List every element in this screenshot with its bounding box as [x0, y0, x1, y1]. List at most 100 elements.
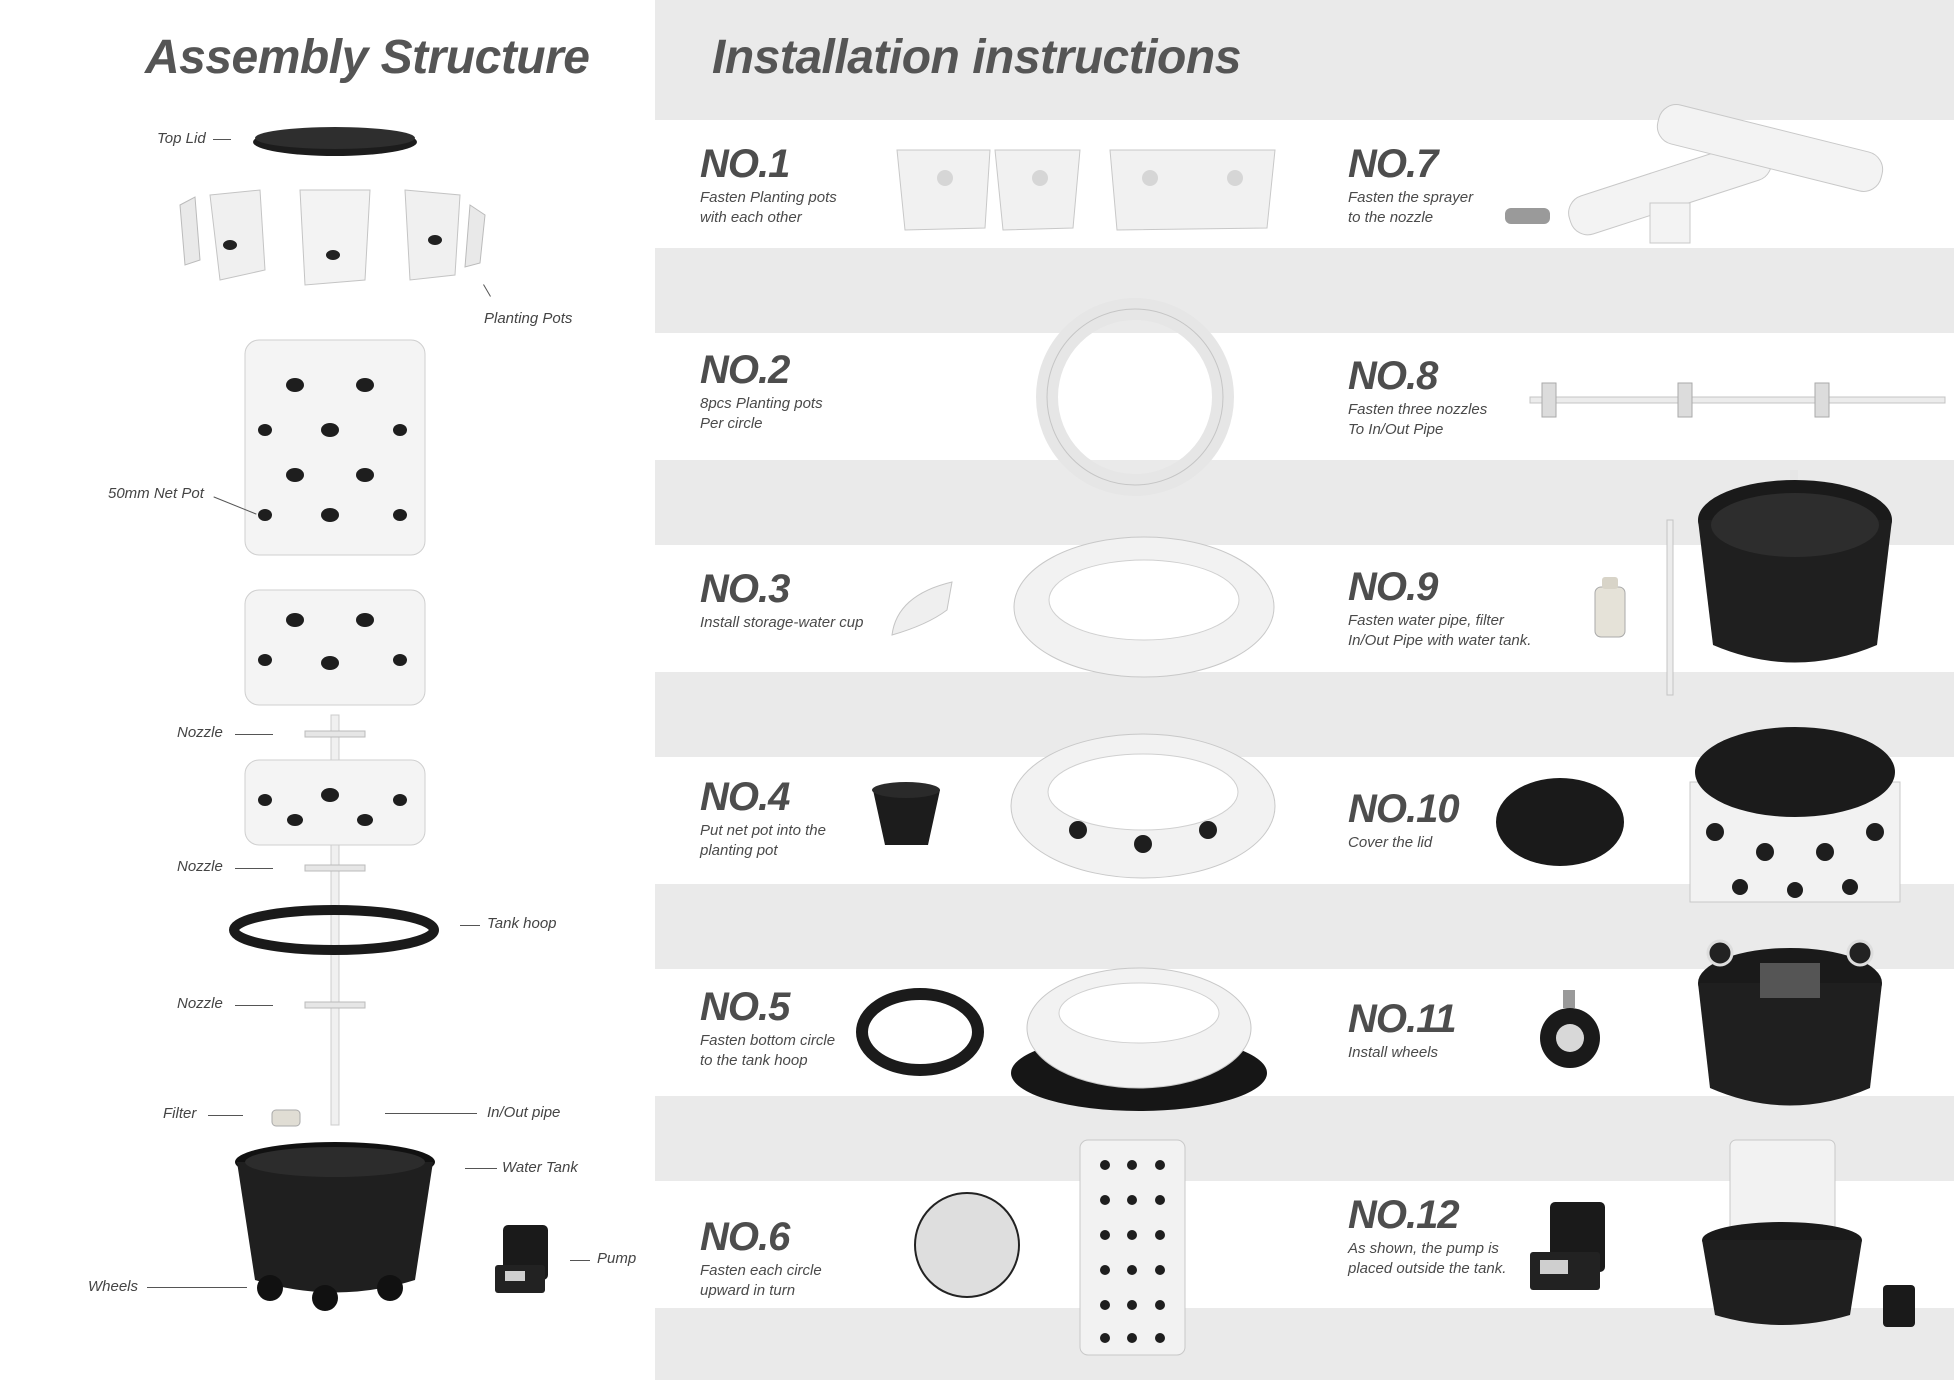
- step-desc-line: Fasten each circle: [700, 1262, 822, 1279]
- label-nozzle: Nozzle: [177, 724, 223, 741]
- planting-pots-image: [179, 189, 486, 286]
- label-nozzle: Nozzle: [177, 995, 223, 1012]
- top-lid-image: [1496, 778, 1624, 866]
- pot-ring-image: [1010, 733, 1276, 879]
- installation-title: Installation instructions: [712, 31, 1241, 84]
- nozzle-icon: [304, 730, 366, 738]
- step-desc-line: Fasten three nozzles: [1348, 401, 1488, 418]
- leader-line: [208, 1115, 243, 1116]
- step-number: NO.9: [1348, 565, 1438, 609]
- label-inout-pipe: In/Out pipe: [487, 1104, 561, 1121]
- step-desc-line: As shown, the pump is: [1348, 1240, 1499, 1257]
- leader-line: [570, 1260, 590, 1261]
- separator-band: [655, 248, 1954, 333]
- wheel-image: [1540, 990, 1600, 1068]
- leader-line: [213, 139, 231, 140]
- step-no12: NO.12 As shown, the pump is placed outsi…: [1348, 1193, 1506, 1279]
- step-number: NO.7: [1348, 142, 1438, 186]
- step-desc-line: 8pcs Planting pots: [700, 395, 823, 412]
- tower-tier-image: [244, 589, 426, 706]
- full-tower-image: [1079, 1139, 1186, 1356]
- tank-with-wheels-image: [1698, 939, 1882, 1106]
- step-desc-line: To In/Out Pipe: [1348, 421, 1444, 438]
- leader-line: [235, 1005, 273, 1006]
- tower-tier-image: [244, 759, 426, 846]
- tower-with-lid-image: [1689, 727, 1901, 903]
- step-no9: NO.9 Fasten water pipe, filter In/Out Pi…: [1348, 565, 1531, 651]
- tank-hoop-image: [856, 988, 984, 1076]
- step-desc-line: placed outside the tank.: [1348, 1260, 1507, 1277]
- step-no2: NO.2 8pcs Planting pots Per circle: [700, 348, 823, 434]
- filter-image: [271, 1109, 301, 1127]
- step-desc-line: Per circle: [700, 415, 763, 432]
- step-desc-line: upward in turn: [700, 1282, 796, 1299]
- leader-line: [385, 1113, 477, 1114]
- pipe-with-nozzles-image: [1529, 382, 1946, 418]
- inout-pipe-image: [330, 714, 340, 1126]
- step-no5: NO.5 Fasten bottom circle to the tank ho…: [700, 985, 835, 1071]
- detail-zoom-image: [914, 1192, 1020, 1298]
- storage-water-cup-image: [891, 581, 953, 636]
- step-no11: NO.11 Install wheels: [1348, 997, 1457, 1063]
- net-pot-image: [872, 782, 940, 845]
- step-desc-line: Fasten water pipe, filter: [1348, 612, 1504, 629]
- step-no1: NO.1 Fasten Planting pots with each othe…: [700, 142, 837, 228]
- leader-line: [235, 734, 273, 735]
- planting-ring-image: [1036, 298, 1234, 496]
- step-desc-line: Cover the lid: [1348, 834, 1433, 851]
- step-number: NO.1: [700, 142, 790, 186]
- step-desc-line: to the nozzle: [1348, 209, 1434, 226]
- step-no8: NO.8 Fasten three nozzles To In/Out Pipe: [1348, 354, 1487, 440]
- step-desc-line: Fasten Planting pots: [700, 189, 837, 206]
- full-setup-image: [1702, 1139, 1915, 1327]
- pot-ring-on-hoop-image: [1011, 967, 1267, 1111]
- label-filter: Filter: [163, 1105, 197, 1122]
- pump-image: [1530, 1202, 1605, 1290]
- step-no7: NO.7 Fasten the sprayer to the nozzle: [1348, 142, 1473, 228]
- nozzle-icon: [304, 864, 366, 872]
- step-desc-line: with each other: [700, 209, 802, 226]
- label-top-lid: Top Lid: [157, 130, 206, 147]
- step-number: NO.10: [1348, 787, 1460, 831]
- label-tank-hoop: Tank hoop: [487, 915, 557, 932]
- step-no3: NO.3 Install storage-water cup: [700, 567, 863, 633]
- tower-tier-image: [244, 339, 426, 556]
- step-number: NO.5: [700, 985, 790, 1029]
- planting-pots-image: [896, 149, 1276, 231]
- step-no4: NO.4 Put net pot into the planting pot: [700, 775, 826, 861]
- title-band: [655, 0, 1954, 120]
- nozzle-icon: [304, 1001, 366, 1009]
- installation-panel: Installation instructions NO.1 Fasten Pl…: [655, 0, 1954, 1380]
- water-tank-image: [235, 1142, 435, 1311]
- pot-ring-image: [1013, 536, 1275, 678]
- tank-hoop-image: [229, 905, 439, 955]
- step-desc-line: Put net pot into the: [700, 822, 826, 839]
- leader-line: [147, 1287, 247, 1288]
- label-planting-pots: Planting Pots: [484, 310, 573, 327]
- leader-line: [235, 868, 273, 869]
- label-wheels: Wheels: [88, 1278, 139, 1295]
- label-nozzle: Nozzle: [177, 858, 223, 875]
- step-number: NO.6: [700, 1215, 790, 1259]
- step-desc-line: In/Out Pipe with water tank.: [1348, 632, 1532, 649]
- step-no6: NO.6 Fasten each circle upward in turn: [700, 1215, 822, 1301]
- step-number: NO.4: [700, 775, 790, 819]
- leader-line: [460, 925, 480, 926]
- step-desc-line: Install wheels: [1348, 1044, 1439, 1061]
- step-number: NO.8: [1348, 354, 1438, 398]
- label-pump: Pump: [597, 1250, 637, 1267]
- step-desc-line: planting pot: [700, 842, 778, 859]
- water-tank-image: [1698, 470, 1892, 663]
- assembly-title: Assembly Structure: [145, 31, 590, 84]
- leader-line: [465, 1168, 497, 1169]
- assembly-panel: Assembly Structure Top Lid Planting Pots…: [0, 0, 655, 1380]
- step-desc-line: to the tank hoop: [700, 1052, 808, 1069]
- pipe-image: [1666, 519, 1674, 696]
- step-no10: NO.10 Cover the lid: [1348, 787, 1460, 853]
- sprayer-nozzle-image: [1505, 104, 1884, 244]
- step-desc-line: Install storage-water cup: [700, 614, 864, 631]
- step-number: NO.3: [700, 567, 790, 611]
- step-number: NO.12: [1348, 1193, 1460, 1237]
- step-desc-line: Fasten the sprayer: [1348, 189, 1474, 206]
- top-lid-image: [253, 127, 417, 156]
